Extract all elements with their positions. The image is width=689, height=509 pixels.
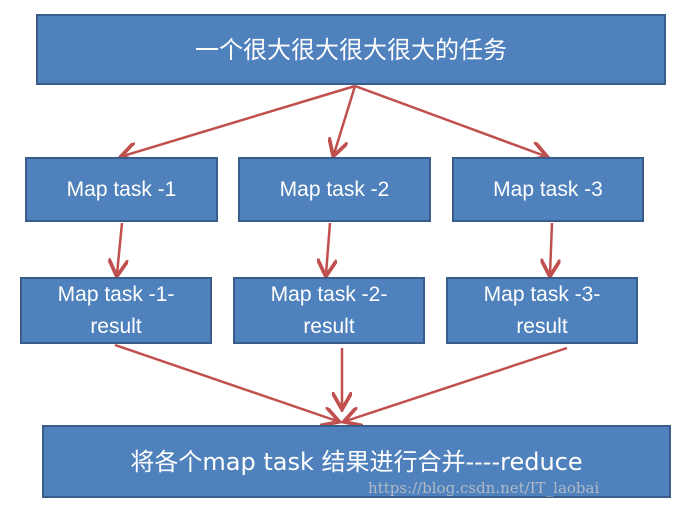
reduce-label: 将各个map task 结果进行合并----reduce — [130, 447, 583, 476]
map-task-label: Map task -1 — [66, 177, 177, 201]
map-result-label: Map task -1-result — [57, 282, 175, 338]
map-task-label: Map task -3 — [493, 177, 603, 201]
reduce-box: 将各个map task 结果进行合并----reduce — [42, 425, 671, 498]
map-result-3-box: Map task -3-result — [446, 277, 638, 344]
arrow-top-to-map2 — [334, 85, 357, 154]
arrow-result3-to-reduce — [346, 346, 568, 421]
map-result-1-box: Map task -1-result — [20, 277, 212, 344]
map-task-3-box: Map task -3 — [452, 157, 644, 222]
arrow-top-to-map3 — [354, 84, 545, 156]
arrow-map2-to-result2 — [326, 222, 330, 274]
map-task-2-box: Map task -2 — [238, 157, 431, 222]
map-task-1-box: Map task -1 — [25, 157, 218, 222]
map-result-label: Map task -2-result — [270, 282, 388, 338]
map-result-2-box: Map task -2-result — [233, 277, 425, 344]
arrow-map1-to-result1 — [117, 222, 122, 274]
top-task-box: 一个很大很大很大很大的任务 — [36, 14, 666, 85]
top-task-label: 一个很大很大很大很大的任务 — [195, 35, 507, 64]
watermark: https://blog.csdn.net/IT_laobai — [368, 479, 600, 497]
arrow-result1-to-reduce — [114, 343, 337, 421]
map-task-label: Map task -2 — [279, 177, 390, 201]
map-result-label: Map task -3-result — [483, 282, 601, 338]
arrow-map3-to-result3 — [550, 222, 552, 274]
arrow-top-to-map1 — [123, 84, 356, 156]
